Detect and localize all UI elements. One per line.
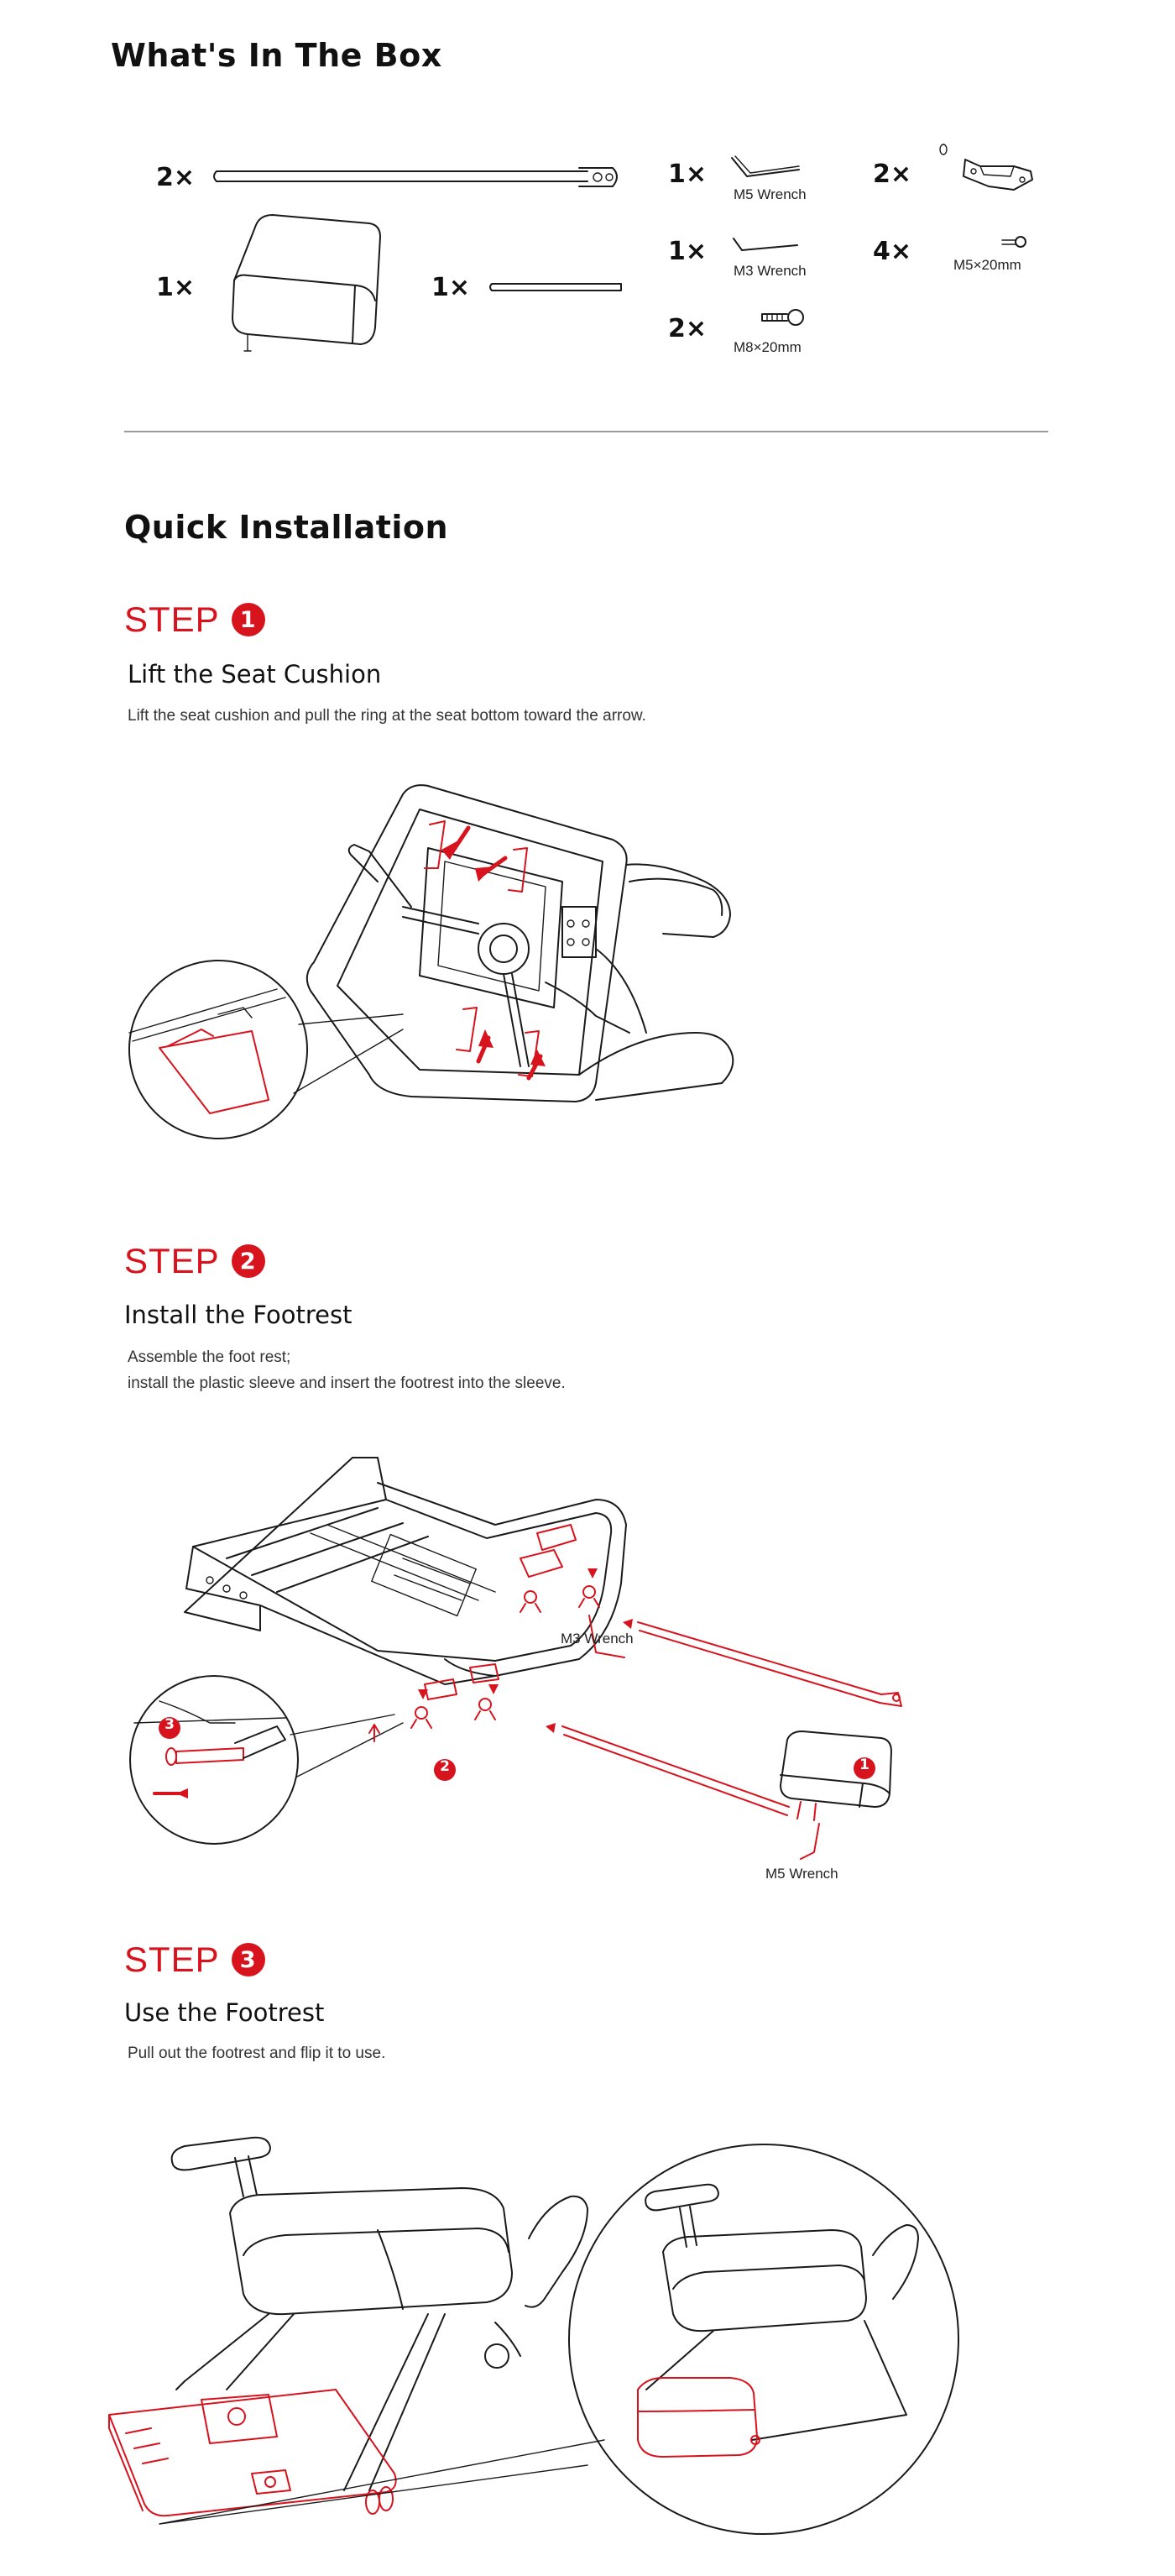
step-2-title: Install the Footrest: [124, 1301, 352, 1329]
qty-m8-screw: 2×: [668, 314, 708, 343]
step-3-word: STEP: [124, 1940, 220, 1979]
qty-m5-wrench: 1×: [668, 160, 708, 189]
m5-wrench-icon: [731, 155, 800, 177]
step-3-heading: STEP 3: [124, 1940, 265, 1980]
step-2-m5-wrench-label: M5 Wrench: [765, 1866, 838, 1882]
m5-screw-label: M5×20mm: [953, 257, 1021, 273]
step-3-number-badge: 3: [231, 1943, 265, 1977]
step-1-description: Lift the seat cushion and pull the ring …: [128, 703, 646, 729]
rod-illustration: [489, 283, 622, 291]
step-1-number-badge: 1: [231, 603, 265, 636]
step-2-callout-2: 2: [440, 1758, 450, 1775]
m3-wrench-icon: [733, 238, 798, 251]
step-1-line: Lift the seat cushion and pull the ring …: [128, 707, 646, 725]
footrest-tube-illustration: [213, 167, 618, 187]
step-1-heading: STEP 1: [124, 599, 265, 640]
step-3-illustration: [108, 2136, 959, 2535]
footrest-cushion-illustration: [232, 214, 381, 352]
step-1-word: STEP: [124, 599, 220, 639]
box-title: What's In The Box: [111, 37, 442, 74]
step-2-callout-3: 3: [164, 1716, 175, 1733]
qty-m3-wrench: 1×: [668, 237, 708, 266]
m5-wrench-label: M5 Wrench: [734, 186, 807, 202]
step-3-title: Use the Footrest: [124, 1998, 325, 2027]
qty-footrest-cushion: 1×: [156, 273, 196, 302]
step-2-line-1: Assemble the foot rest;: [128, 1348, 291, 1366]
qty-rod: 1×: [431, 273, 471, 302]
step-1-title: Lift the Seat Cushion: [128, 660, 382, 689]
qty-m5-screw: 4×: [873, 237, 912, 266]
qty-footrest-tube: 2×: [156, 163, 196, 192]
step-3-line: Pull out the footrest and flip it to use…: [128, 2045, 386, 2062]
step-2-m3-wrench-label: M3 Wrench: [561, 1631, 634, 1647]
m8-screw-icon: [761, 309, 804, 326]
step-2-word: STEP: [124, 1241, 220, 1280]
section-divider: [124, 431, 1048, 432]
step-2-number-badge: 2: [231, 1244, 265, 1278]
m8-screw-label: M8×20mm: [734, 339, 802, 355]
step-3-description: Pull out the footrest and flip it to use…: [128, 2040, 385, 2066]
install-title: Quick Installation: [124, 509, 449, 546]
m3-wrench-label: M3 Wrench: [734, 263, 807, 279]
step-2-callout-1: 1: [859, 1757, 870, 1773]
m5-screw-icon: [1001, 236, 1026, 248]
step-1-illustration: [128, 784, 734, 1139]
step-2-description: Assemble the foot rest; install the plas…: [128, 1344, 566, 1396]
qty-bracket: 2×: [873, 160, 912, 189]
step-2-heading: STEP 2: [124, 1241, 265, 1281]
bracket-illustration: [939, 144, 1033, 191]
step-2-illustration: [129, 1457, 902, 1860]
step-2-line-2: install the plastic sleeve and insert th…: [128, 1374, 566, 1392]
